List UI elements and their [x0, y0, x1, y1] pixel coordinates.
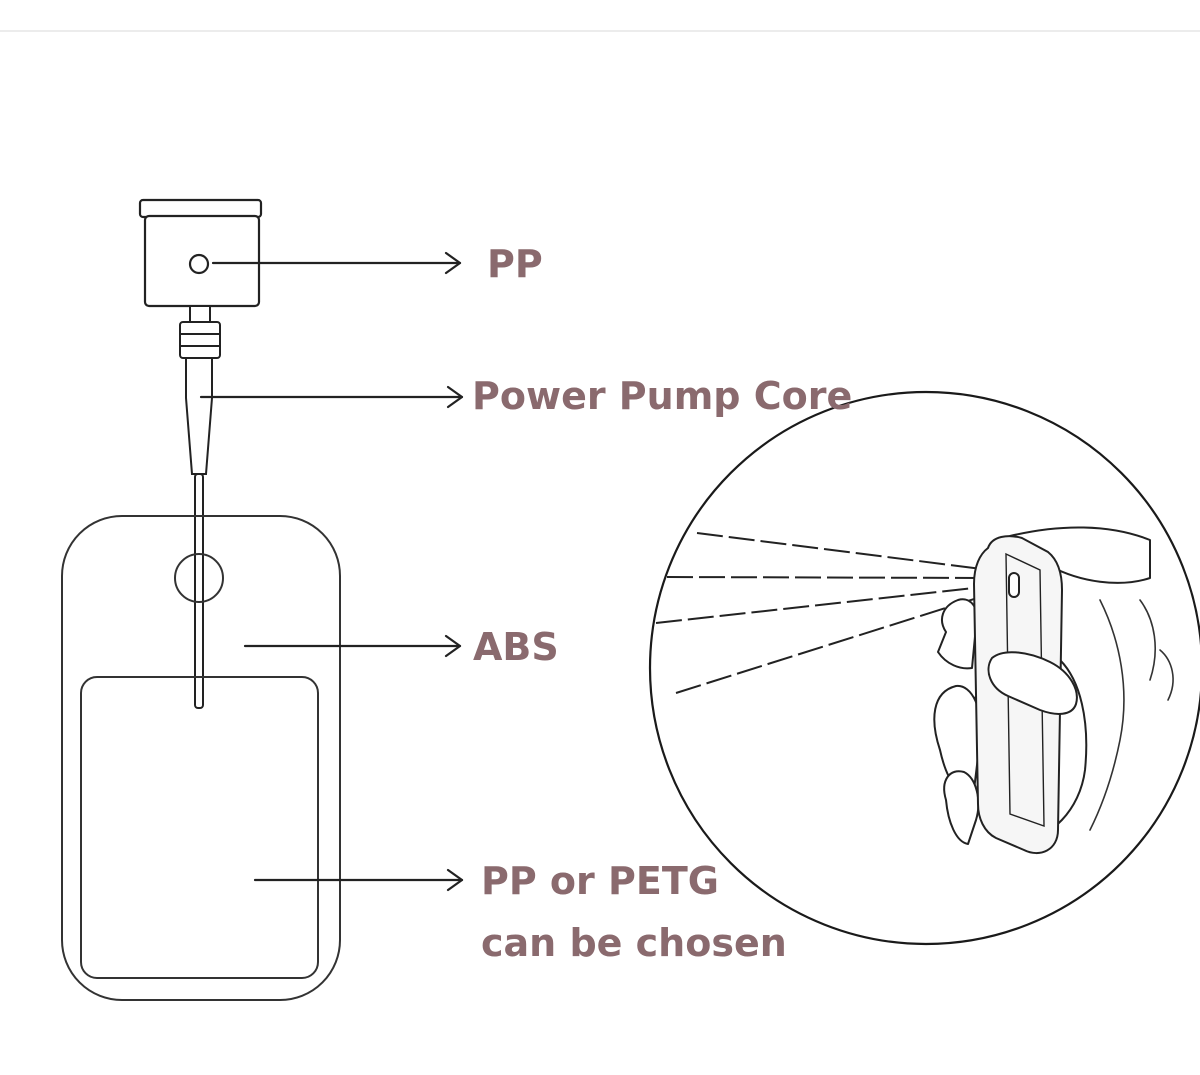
- label-pp-or-petg-line1: PP or PETG: [481, 859, 719, 903]
- pump-head: [138, 198, 263, 308]
- label-power-pump-core: Power Pump Core: [472, 374, 853, 418]
- pump-core: [179, 305, 221, 709]
- spray-mist-icon: [655, 532, 993, 694]
- hand-outline-strokes: [1089, 599, 1174, 831]
- spray-usage-illustration: [648, 390, 1200, 946]
- label-pp: PP: [487, 242, 543, 286]
- label-abs: ABS: [473, 625, 559, 669]
- bottle-body: [61, 515, 341, 1001]
- label-pp-or-petg: PP or PETG can be chosen: [481, 850, 787, 974]
- bottle-inner-container: [80, 676, 319, 979]
- spray-nozzle: [1008, 572, 1020, 598]
- thumb-icon: [987, 651, 1078, 715]
- label-pp-or-petg-line2: can be chosen: [481, 921, 787, 965]
- callout-arrows: [199, 251, 464, 892]
- hang-hole: [174, 553, 224, 603]
- bottle-shell: [61, 515, 341, 1001]
- nozzle-hole: [188, 253, 210, 275]
